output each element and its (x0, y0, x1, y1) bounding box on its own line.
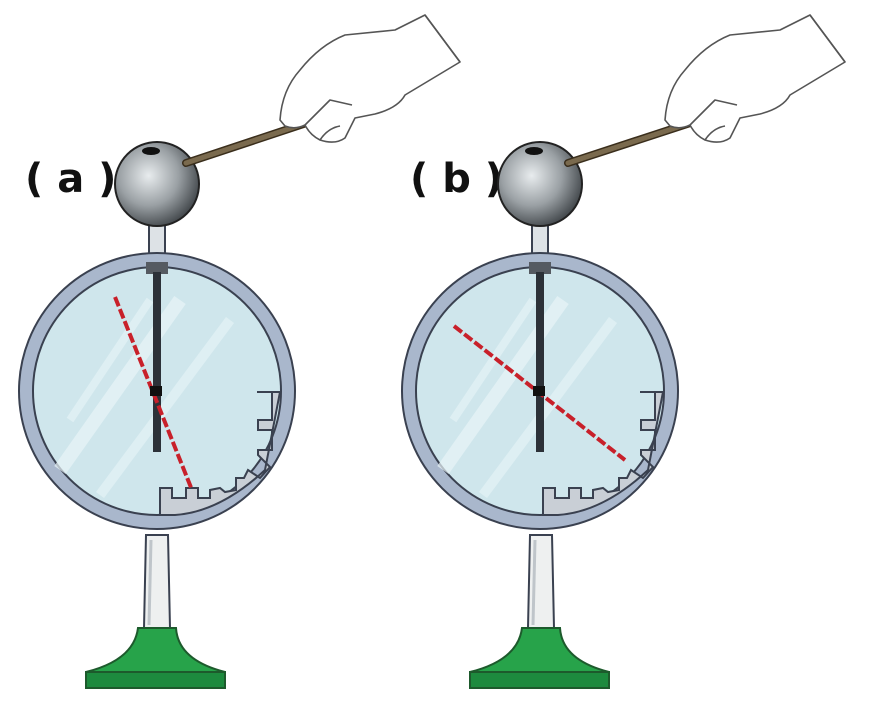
metal-sphere-a (114, 141, 200, 227)
gloved-hand-icon (279, 14, 461, 143)
stand-b (469, 534, 610, 689)
panel-a: ( a ) (18, 141, 296, 689)
stand-a (85, 534, 226, 689)
vertical-rod-a (153, 272, 161, 452)
panel-b-label: ( b ) (410, 156, 503, 202)
panel-a-label: ( a ) (25, 156, 116, 202)
deflection-needle-a (113, 296, 194, 491)
panel-b: ( b ) (401, 141, 679, 689)
gloved-hand-icon (664, 14, 846, 143)
scale-plate-b (542, 391, 665, 516)
scale-plate-a (159, 391, 282, 516)
vertical-rod-b (536, 272, 544, 452)
metal-sphere-b (497, 141, 583, 227)
